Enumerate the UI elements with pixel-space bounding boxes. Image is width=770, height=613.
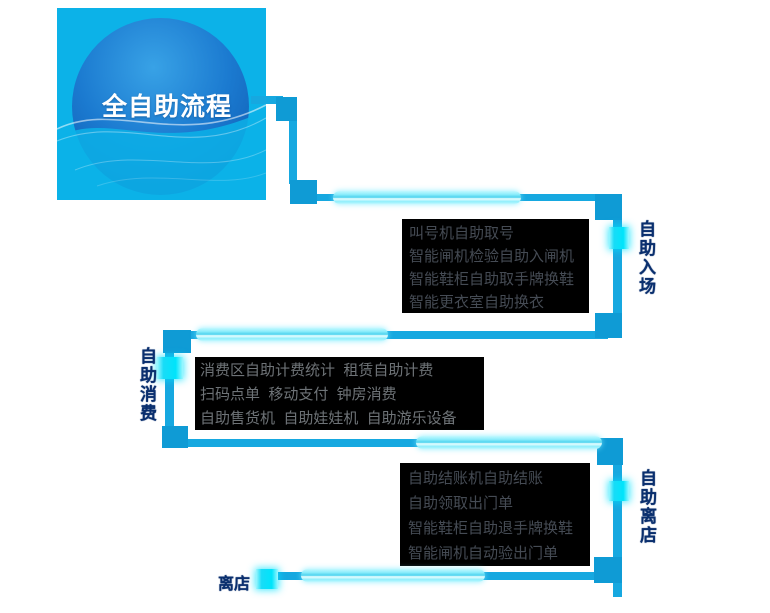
consume-bracket-line — [165, 348, 174, 448]
wave-decoration — [57, 104, 266, 200]
entry-bracket-line — [613, 200, 622, 338]
connector-to-leave — [172, 439, 608, 447]
entry-item: 叫号机自助取号 — [409, 225, 515, 242]
connector-corner-7 — [594, 557, 622, 583]
connector-corner-1 — [290, 180, 317, 204]
connector-down-1 — [289, 112, 297, 184]
leave-item: 智能闸机自动验出门单 — [408, 545, 559, 562]
connector-glow-4 — [301, 569, 485, 582]
leave-bracket-line — [613, 450, 622, 597]
connector-node-1 — [276, 97, 297, 121]
leave-item: 智能鞋柜自助退手牌换鞋 — [408, 520, 574, 537]
stage-label-leave: 自助离店 — [637, 469, 656, 545]
connector-corner-3 — [595, 313, 622, 338]
connector-corner-4 — [163, 330, 191, 353]
leave-item: 自助结账机自助结账 — [408, 470, 544, 487]
entry-info-box: 叫号机自助取号 智能闸机检验自助入闸机 智能鞋柜自助取手牌换鞋 智能更衣室自助换… — [402, 219, 589, 313]
stage-label-consume: 自助消费 — [137, 347, 156, 423]
consume-item: 消费区自助计费统计 租赁自助计费 — [200, 362, 434, 379]
consume-item: 扫码点单 移动支付 钟房消费 — [200, 386, 397, 403]
diagram-title: 全自助流程 — [102, 93, 233, 121]
logo-block: 全自助流程 — [57, 8, 266, 200]
consume-info-box: 消费区自助计费统计 租赁自助计费 扫码点单 移动支付 钟房消费 自助售货机 自助… — [195, 357, 484, 430]
entry-item: 智能闸机检验自助入闸机 — [409, 248, 575, 265]
connector-glow-2 — [196, 328, 388, 341]
entry-node — [609, 227, 629, 249]
connector-to-consume — [176, 331, 608, 339]
entry-item: 智能鞋柜自助取手牌换鞋 — [409, 271, 575, 288]
connector-glow-3 — [416, 436, 602, 449]
stage-label-entry: 自助入场 — [636, 220, 655, 296]
connector-corner-2 — [595, 194, 622, 220]
connector-glow-1 — [333, 191, 521, 204]
consume-item: 自助售货机 自助娃娃机 自助游乐设备 — [200, 410, 457, 427]
leave-node — [609, 481, 629, 501]
exit-node — [256, 569, 278, 589]
connector-corner-5 — [162, 426, 188, 448]
entry-item: 智能更衣室自助换衣 — [409, 294, 545, 311]
leave-info-box: 自助结账机自助结账 自助领取出门单 智能鞋柜自助退手牌换鞋 智能闸机自动验出门单 — [400, 463, 590, 566]
consume-node — [157, 357, 183, 379]
leave-item: 自助领取出门单 — [408, 495, 514, 512]
connector-logo-out — [251, 96, 283, 104]
end-label-exit: 离店 — [218, 576, 251, 593]
